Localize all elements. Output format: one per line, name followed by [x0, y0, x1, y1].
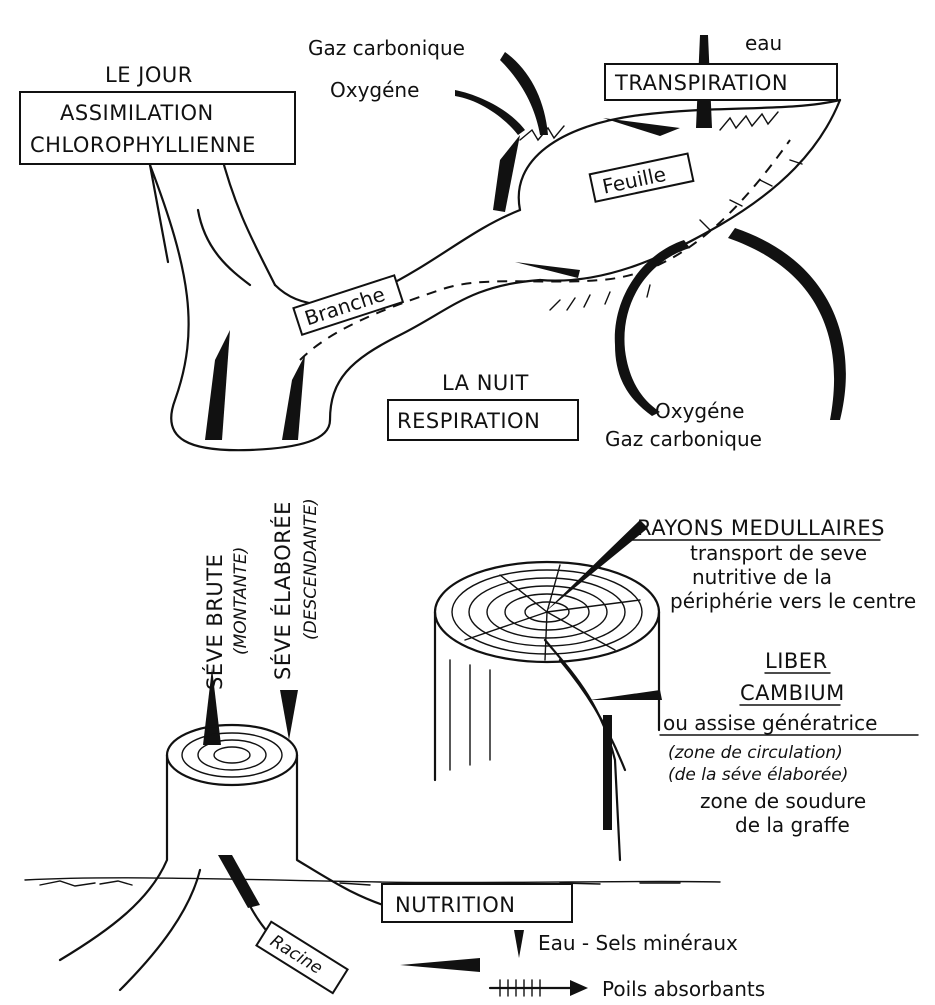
label-seve-elaboree: SÉVE ÉLABORÉE	[270, 501, 295, 680]
label-transpiration: TRANSPIRATION	[614, 71, 788, 95]
label-le-jour: LE JOUR	[105, 63, 193, 87]
eau-sels-arrow	[514, 930, 524, 958]
down-arrow-elaboree	[280, 690, 298, 740]
label-branche: Branche	[302, 282, 388, 330]
log-cross-section	[435, 520, 662, 860]
label-gaz-carbonique-night: Gaz carbonique	[605, 427, 762, 451]
label-rayons-1: transport de seve	[690, 541, 867, 565]
label-assimilation-2: CHLOROPHYLLIENNE	[30, 133, 256, 157]
label-assimilation-1: ASSIMILATION	[60, 101, 214, 125]
label-poils: Poils absorbants	[602, 977, 765, 1001]
label-zone-circ-1: (zone de circulation)	[668, 743, 843, 763]
label-liber: LIBER	[765, 649, 828, 673]
label-respiration: RESPIRATION	[397, 409, 540, 433]
label-nutrition: NUTRITION	[395, 893, 515, 917]
label-assise: ou assise génératrice	[663, 711, 877, 735]
label-eau-sels: Eau - Sels minéraux	[538, 931, 738, 955]
descending-sap-path	[300, 140, 790, 360]
label-descendante: (DESCENDANTE)	[301, 498, 321, 640]
label-soudure-2: de la graffe	[735, 813, 850, 837]
label-rayons-3: périphérie vers le centre	[670, 589, 916, 613]
label-rayons-title: RAYONS MEDULLAIRES	[637, 516, 885, 540]
gas-arrows-night	[515, 228, 846, 420]
poils-absorbants-marker	[490, 980, 588, 996]
label-soudure-1: zone de soudure	[700, 789, 866, 813]
label-montante: (MONTANTE)	[231, 547, 251, 655]
leaf-outline	[519, 100, 840, 310]
label-rayons-2: nutritive de la	[692, 565, 832, 589]
label-oxygene-night: Oxygéne	[655, 399, 744, 423]
label-gaz-carbonique-top: Gaz carbonique	[308, 36, 465, 60]
label-eau: eau	[745, 31, 782, 55]
label-zone-circ-2: (de la séve élaborée)	[668, 765, 848, 785]
label-cambium: CAMBIUM	[740, 681, 845, 705]
label-oxygene-top: Oxygéne	[330, 78, 419, 102]
label-la-nuit: LA NUIT	[442, 371, 529, 395]
label-seve-brute: SÉVE BRUTE	[202, 554, 227, 690]
